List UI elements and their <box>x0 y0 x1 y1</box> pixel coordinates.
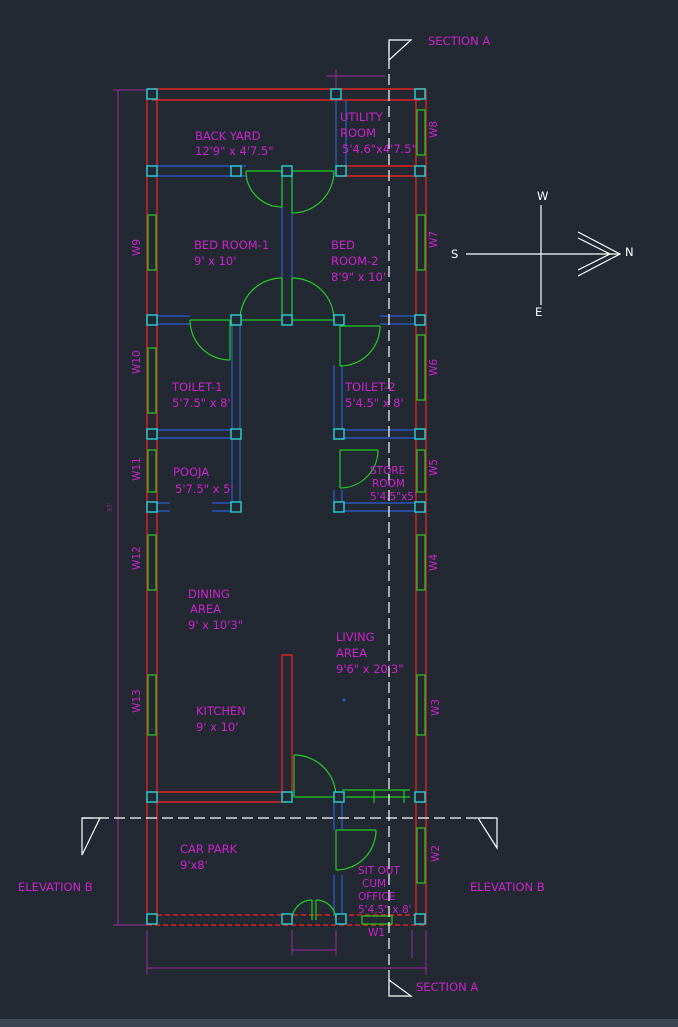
window-w7-label: W7 <box>428 231 440 248</box>
toilet-2-label: TOILET-2 <box>344 380 396 394</box>
bed-room-2-label-line1: BED <box>331 238 355 252</box>
compass <box>466 205 622 305</box>
dimension-lines <box>113 70 427 975</box>
window-w3-label: W3 <box>430 699 442 716</box>
store-room-label-line1: STORE <box>370 465 405 477</box>
compass-west: W <box>537 189 548 203</box>
window-w10-label: W10 <box>131 350 143 374</box>
elevation-b-line <box>81 817 498 856</box>
compass-south: S <box>451 247 458 261</box>
section-a-top-label: SECTION A <box>428 34 490 48</box>
compass-north: N <box>625 245 634 259</box>
car-park-label: CAR PARK <box>180 842 238 856</box>
window-w8-label: W8 <box>428 121 440 138</box>
toilet-1-size: 5'7.5" x 8' <box>172 396 231 410</box>
utility-room-label-line2: ROOM <box>340 126 376 140</box>
elevation-b-left-label: ELEVATION B <box>18 880 93 894</box>
window-w4-label: W4 <box>428 554 440 571</box>
elevation-b-right-label: ELEVATION B <box>470 880 545 894</box>
dining-area-label-line2: AREA <box>190 602 221 616</box>
window-w6-label: W6 <box>428 359 440 376</box>
window-w11-label: W11 <box>131 457 143 481</box>
doors <box>189 170 410 921</box>
toilet-1-label: TOILET-1 <box>171 380 223 394</box>
sit-out-size: 5'4.5" x 8' <box>358 904 412 916</box>
pooja-size: 5'7.5" x 5' <box>175 482 234 496</box>
compass-east: E <box>535 305 542 319</box>
living-area-label-line1: LIVING <box>336 630 375 644</box>
overall-dimension-text: 37' <box>107 502 114 512</box>
kitchen-size: 9' x 10' <box>196 720 238 734</box>
window-w12-label: W12 <box>131 546 143 570</box>
window-w5-label: W5 <box>428 459 440 476</box>
inner-walls <box>157 100 416 915</box>
windows <box>147 109 426 925</box>
window-w13-label: W13 <box>131 689 143 713</box>
sit-out-label-line3: OFFICE <box>358 891 395 903</box>
bed-room-2-size: 8'9" x 10' <box>331 270 386 284</box>
window-w2-label: W2 <box>430 845 442 862</box>
utility-room-label-line1: UTILITY <box>340 110 384 124</box>
bed-room-1-label: BED ROOM-1 <box>194 238 269 252</box>
window-w1-label: W1 <box>368 927 385 939</box>
toilet-2-size: 5'4.5" x 8' <box>345 396 404 410</box>
utility-room-size: 5'4.6"x4'7.5" <box>342 142 417 156</box>
dining-area-size: 9' x 10'3" <box>188 618 243 632</box>
pooja-label: POOJA <box>173 465 209 479</box>
kitchen-label: KITCHEN <box>196 704 246 718</box>
window-w9-label: W9 <box>131 239 143 256</box>
section-a-line <box>388 39 413 997</box>
store-room-size: 5'4.5"x5' <box>370 491 417 503</box>
bed-room-2-label-line2: ROOM-2 <box>331 254 378 268</box>
living-area-label-line2: AREA <box>336 646 367 660</box>
status-bar <box>0 1019 678 1027</box>
marker-dot <box>342 698 346 702</box>
living-area-size: 9'6" x 20'3" <box>336 662 404 676</box>
sit-out-label-line1: SIT OUT <box>358 865 400 877</box>
section-a-bottom-label: SECTION A <box>416 980 478 994</box>
columns <box>146 88 426 925</box>
back-yard-size: 12'9" x 4'7.5" <box>195 144 274 158</box>
bed-room-1-size: 9' x 10' <box>194 254 236 268</box>
dining-area-label-line1: DINING <box>188 587 230 601</box>
store-room-label-line2: ROOM <box>372 478 405 490</box>
car-park-size: 9'x8' <box>180 858 208 872</box>
sit-out-label-line2: CUM <box>362 878 386 890</box>
back-yard-label: BACK YARD <box>195 129 261 143</box>
